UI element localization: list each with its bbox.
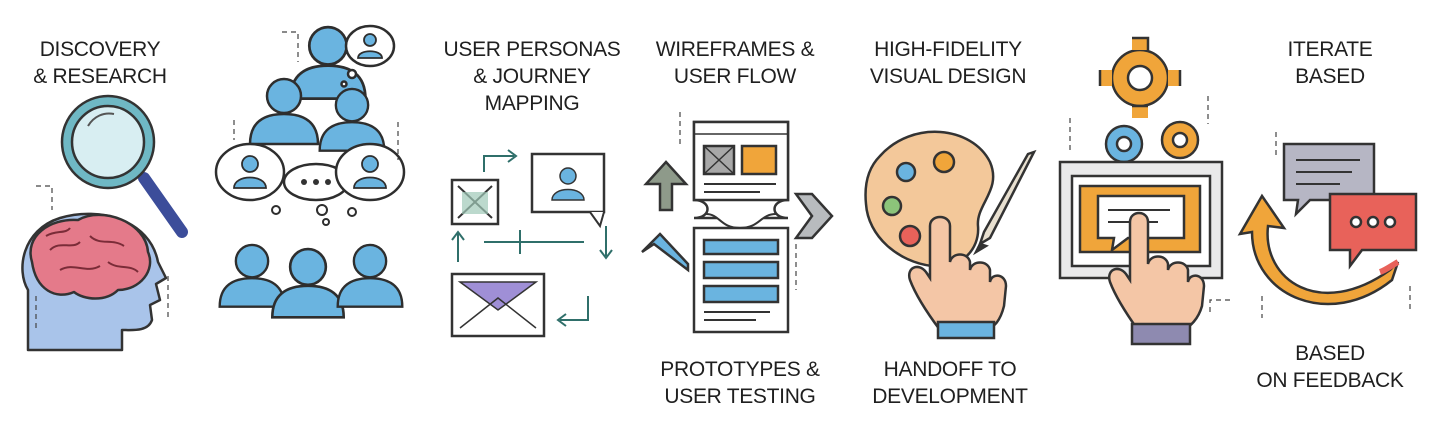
decor-dashes <box>1261 132 1411 318</box>
pointing-hand-icon <box>1107 211 1206 346</box>
journey-map-icon <box>450 149 613 338</box>
pointing-hand-icon <box>907 215 1008 340</box>
gear-icon <box>1098 36 1200 164</box>
chat-bubbles-icon <box>1282 142 1418 270</box>
step-label-line: ON FEEDBACK <box>1256 369 1404 392</box>
step-label-line: & JOURNEY <box>473 65 591 88</box>
step-label-handoff: HANDOFF TO DEVELOPMENT <box>850 356 1050 410</box>
step-label-prototypes: PROTOTYPES & USER TESTING <box>640 356 840 410</box>
step-label-line: WIREFRAMES & <box>655 38 815 61</box>
step-label-line: DISCOVERY <box>39 38 161 61</box>
step-label-line: HIGH-FIDELITY <box>874 38 1022 61</box>
step-label-line: BASED <box>1295 342 1365 365</box>
step-label-line: BASED <box>1295 65 1365 88</box>
step-label-wireframes: WIREFRAMES & USER FLOW <box>640 36 830 90</box>
step-label-line: VISUAL DESIGN <box>869 65 1027 88</box>
step-label-line: & RESEARCH <box>33 65 167 88</box>
arrow-left-icon <box>641 232 690 273</box>
wireframe-icon <box>692 120 790 334</box>
decor-dashes <box>1069 96 1230 314</box>
step-label-line: PROTOTYPES & <box>660 358 820 381</box>
brush-icon <box>972 149 1037 256</box>
step-label-personas: USER PERSONAS & JOURNEY MAPPING <box>432 36 632 117</box>
palette-icon <box>864 130 995 268</box>
step-label-line: MAPPING <box>484 92 580 115</box>
step-label-line: ITERATE <box>1287 38 1373 61</box>
cycle-arrow-icon <box>1237 193 1400 306</box>
decor-dashes <box>35 185 169 330</box>
step-label-line: USER PERSONAS <box>443 38 621 61</box>
step-label-discovery: DISCOVERY & RESEARCH <box>20 36 180 90</box>
decor-dashes <box>679 112 797 290</box>
step-label-iterate: ITERATE BASED <box>1260 36 1400 90</box>
magnifier-icon <box>60 94 188 238</box>
step-label-feedback: BASED ON FEEDBACK <box>1250 340 1410 394</box>
step-label-line: HANDOFF TO <box>883 358 1017 381</box>
brain-head-icon <box>21 212 168 352</box>
decor-dashes <box>233 31 399 160</box>
speech-bubble-icon <box>214 24 406 226</box>
arrow-right-icon <box>793 192 834 240</box>
step-label-line: DEVELOPMENT <box>872 385 1028 408</box>
monitor-icon <box>1058 160 1224 280</box>
arrow-up-icon <box>643 160 689 212</box>
step-label-line: USER FLOW <box>673 65 797 88</box>
step-label-visual-design: HIGH-FIDELITY VISUAL DESIGN <box>848 36 1048 90</box>
step-label-line: USER TESTING <box>664 385 816 408</box>
